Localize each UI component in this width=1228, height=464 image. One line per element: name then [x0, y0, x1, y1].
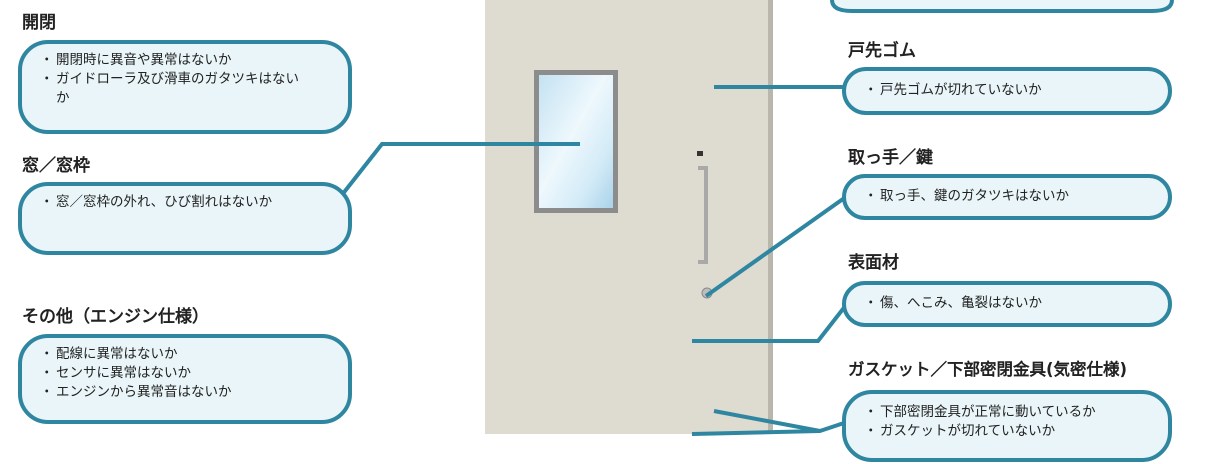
checklist-kaihei: 開閉時に異音や異常はないか ガイドローラ及び滑車のガタツキはないか	[40, 51, 334, 108]
check-item: ガスケットが切れていないか	[864, 422, 1154, 441]
door-panel	[485, 0, 770, 434]
bubble-sonota: 配線に異常はないか センサに異常はないか エンジンから異常音はないか	[18, 334, 352, 424]
heading-gasket: ガスケット／下部密閉金具(気密仕様)	[848, 360, 1128, 379]
bubble-totte: 取っ手、鍵のガタツキはないか	[842, 174, 1172, 220]
heading-mado: 窓／窓枠	[22, 156, 90, 176]
connector-lines	[332, 85, 852, 436]
checklist-sonota: 配線に異常はないか センサに異常はないか エンジンから異常音はないか	[40, 345, 334, 402]
top-bubble-fragment	[830, 0, 1174, 13]
door-window	[534, 70, 618, 213]
check-item: エンジンから異常音はないか	[40, 383, 334, 402]
check-item: ガイドローラ及び滑車のガタツキはないか	[40, 70, 306, 108]
check-item: 傷、へこみ、亀裂はないか	[864, 294, 1154, 313]
heading-hyomen: 表面材	[848, 253, 899, 273]
connector-lock	[704, 192, 852, 298]
bubble-mado: 窓／窓枠の外れ、ひび割れはないか	[18, 182, 352, 255]
checklist-tosaki: 戸先ゴムが切れていないか	[864, 81, 1154, 100]
check-item: 取っ手、鍵のガタツキはないか	[864, 187, 1154, 206]
checklist-gasket: 下部密閉金具が正常に動いているか ガスケットが切れていないか	[864, 403, 1154, 441]
bubble-kaihei: 開閉時に異音や異常はないか ガイドローラ及び滑車のガタツキはないか	[18, 40, 352, 134]
bubble-tosaki: 戸先ゴムが切れていないか	[842, 67, 1172, 115]
checklist-totte: 取っ手、鍵のガタツキはないか	[864, 187, 1154, 206]
connector-window	[332, 142, 580, 207]
check-item: センサに異常はないか	[40, 364, 334, 383]
bubble-gasket: 下部密閉金具が正常に動いているか ガスケットが切れていないか	[842, 390, 1172, 462]
connector-bottom-2	[691, 429, 821, 436]
check-item: 窓／窓枠の外れ、ひび割れはないか	[40, 193, 301, 212]
check-item: 開閉時に異音や異常はないか	[40, 51, 334, 70]
connector-surface	[692, 298, 852, 343]
heading-totte: 取っ手／鍵	[848, 148, 933, 168]
heading-tosaki: 戸先ゴム	[848, 41, 916, 61]
check-item: 配線に異常はないか	[40, 345, 334, 364]
checklist-mado: 窓／窓枠の外れ、ひび割れはないか	[40, 193, 334, 212]
heading-sonota: その他（エンジン仕様）	[22, 307, 209, 327]
door-rail	[768, 0, 773, 434]
heading-kaihei: 開閉	[22, 13, 56, 33]
checklist-hyomen: 傷、へこみ、亀裂はないか	[864, 294, 1154, 313]
door-handle	[697, 151, 708, 264]
check-item: 戸先ゴムが切れていないか	[864, 81, 1154, 100]
check-item: 下部密閉金具が正常に動いているか	[864, 403, 1154, 422]
bubble-hyomen: 傷、へこみ、亀裂はないか	[842, 281, 1172, 327]
